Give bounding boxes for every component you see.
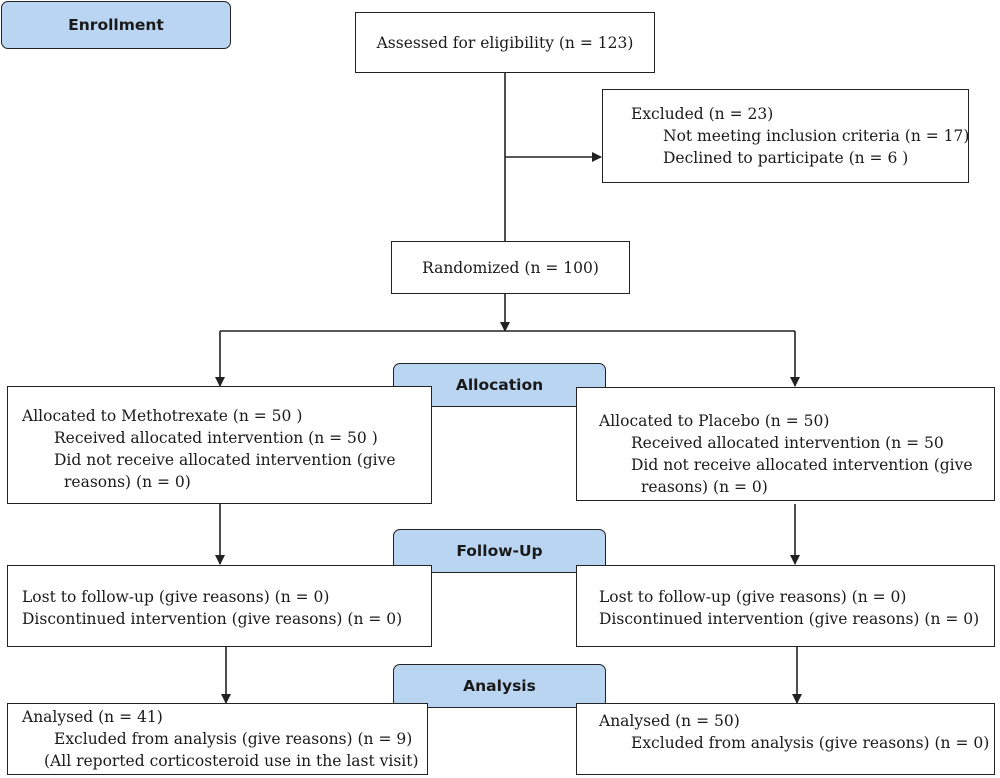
- assessed-box: Assessed for eligibility (n = 123): [355, 12, 655, 73]
- excluded-item-declined: Declined to participate (n = 6 ): [663, 149, 909, 167]
- left-analysis-box: Analysed (n = 41) Excluded from analysis…: [7, 703, 428, 775]
- right-analysis-box: Analysed (n = 50) Excluded from analysis…: [576, 703, 995, 775]
- left-analysis-excluded: Excluded from analysis (give reasons) (n…: [54, 730, 413, 748]
- randomized-text: Randomized (n = 100): [422, 258, 599, 277]
- excluded-title: Excluded (n = 23): [631, 105, 774, 123]
- right-analysis-analysed: Analysed (n = 50): [599, 712, 740, 730]
- left-analysis-note: (All reported corticosteroid use in the …: [44, 752, 419, 770]
- allocation-label: Allocation: [393, 363, 606, 407]
- right-follow-up-box: Lost to follow-up (give reasons) (n = 0)…: [576, 565, 995, 647]
- excluded-item-criteria: Not meeting inclusion criteria (n = 17): [663, 127, 970, 145]
- right-allocation-not-received-cont: reasons) (n = 0): [641, 478, 768, 496]
- assessed-text: Assessed for eligibility (n = 123): [376, 33, 634, 52]
- left-follow-up-discontinued: Discontinued intervention (give reasons)…: [22, 610, 403, 628]
- right-follow-up-discontinued: Discontinued intervention (give reasons)…: [599, 610, 980, 628]
- left-follow-up-lost: Lost to follow-up (give reasons) (n = 0): [22, 588, 330, 606]
- right-allocation-box: Allocated to Placebo (n = 50) Received a…: [576, 387, 995, 501]
- right-analysis-excluded: Excluded from analysis (give reasons) (n…: [631, 734, 990, 752]
- left-allocation-received: Received allocated intervention (n = 50 …: [54, 429, 378, 447]
- left-follow-up-box: Lost to follow-up (give reasons) (n = 0)…: [7, 565, 432, 647]
- right-follow-up-lost: Lost to follow-up (give reasons) (n = 0): [599, 588, 907, 606]
- left-allocation-not-received: Did not receive allocated intervention (…: [54, 451, 396, 469]
- analysis-label: Analysis: [393, 664, 606, 708]
- left-analysis-analysed: Analysed (n = 41): [22, 708, 163, 726]
- right-allocation-title: Allocated to Placebo (n = 50): [599, 412, 830, 430]
- randomized-box: Randomized (n = 100): [391, 241, 630, 294]
- excluded-box: Excluded (n = 23) Not meeting inclusion …: [602, 89, 969, 183]
- enrollment-label: Enrollment: [1, 1, 231, 49]
- right-allocation-received: Received allocated intervention (n = 50: [631, 434, 944, 452]
- left-allocation-box: Allocated to Methotrexate (n = 50 ) Rece…: [7, 386, 432, 504]
- left-allocation-title: Allocated to Methotrexate (n = 50 ): [22, 407, 303, 425]
- left-allocation-not-received-cont: reasons) (n = 0): [64, 473, 191, 491]
- right-allocation-not-received: Did not receive allocated intervention (…: [631, 456, 973, 474]
